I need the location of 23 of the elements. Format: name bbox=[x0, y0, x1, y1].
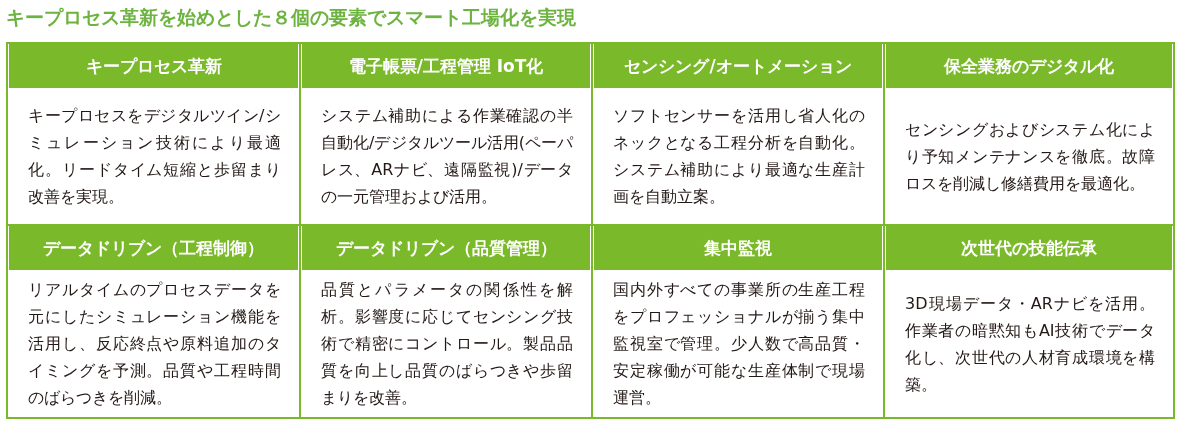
column-heading: 次世代の技能伝承 bbox=[886, 226, 1172, 270]
table-cell bbox=[883, 42, 1175, 226]
title: キープロセス革新を始めとした８個の要素でスマート工場化を実現 bbox=[6, 5, 576, 30]
column-heading: 保全業務のデジタル化 bbox=[886, 44, 1172, 88]
table-cell bbox=[6, 224, 301, 419]
table-cell bbox=[883, 224, 1175, 419]
cell-text: センシングおよびシステム化により予知メンテナンスを徹底。故障ロスを削減し修繕費用を最適化。 bbox=[905, 118, 1155, 195]
table-cell bbox=[591, 224, 885, 419]
column-heading: キープロセス革新 bbox=[9, 44, 298, 88]
column-heading: 集中監視 bbox=[594, 226, 882, 270]
column-heading: センシング/オートメーション bbox=[594, 44, 882, 88]
column-heading: データドリブン（品質管理） bbox=[302, 226, 590, 270]
column-heading: 電子帳票/工程管理 IoT化 bbox=[302, 44, 590, 88]
column-heading: データドリブン（工程制御） bbox=[9, 226, 298, 270]
cell-text: 品質とパラメータの関係性を解析。影響度に応じてセンシング技術で精密にコントロール。製品品質を向上し品質のばらつきや歩留まりを改善。 bbox=[321, 279, 573, 409]
cell-text: 3D現場データ・ARナビを活用。作業者の暗黙知もAI技術でデータ化し、次世代の人材育成環境を構築。 bbox=[905, 292, 1155, 396]
cell-text: 国内外すべての事業所の生産工程をプロフェッショナルが揃う集中監視室で管理。少人数で高品質・安定稼働が可能な生産体制で現場運営。 bbox=[613, 279, 865, 409]
cell-text: ソフトセンサーを活用し省人化のネックとなる工程分析を自動化。システム補助により最適な生産計画を自動立案。 bbox=[613, 105, 865, 208]
table-cell bbox=[299, 224, 593, 419]
cell-text: キープロセスをデジタルツイン/シミュレーション技術により最適化。リードタイム短縮と歩留まり改善を実現。 bbox=[28, 105, 281, 208]
cell-text: リアルタイムのプロセスデータを元にしたシミュレーション機能を活用し、反応終点や原料追加のタイミングを予測。品質や工程時間のばらつきを削減。 bbox=[28, 279, 281, 409]
cell-text: システム補助による作業確認の半自動化/デジタルツール活用(ペーパレス、ARナビ、遠隔監視)/データの一元管理および活用。 bbox=[321, 105, 573, 208]
table-cell bbox=[6, 42, 301, 226]
